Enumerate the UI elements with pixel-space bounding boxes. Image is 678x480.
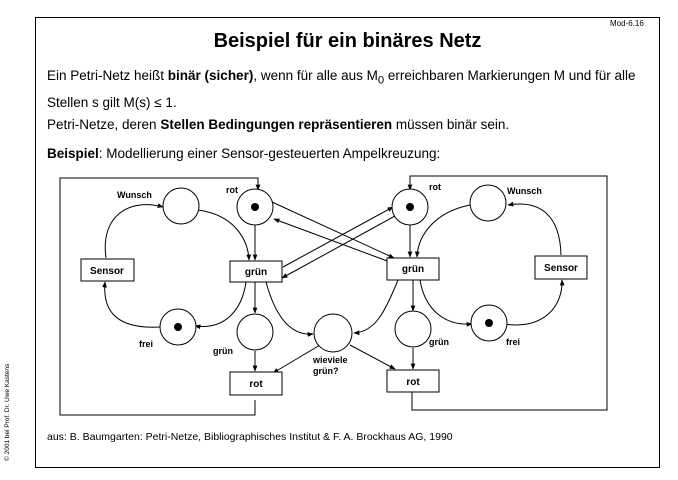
conditions-emphasis: Stellen Bedingungen repräsentieren <box>160 117 393 132</box>
transition-label-gruen-left: grün <box>245 267 267 278</box>
place-wunsch-right <box>469 184 507 222</box>
slide-frame <box>35 17 660 468</box>
arc-gruen-frei-right <box>419 279 473 327</box>
transition-rot-left <box>229 371 283 396</box>
definition-term: binär (sicher) <box>167 68 254 83</box>
arc-sensor-wunsch-right <box>507 201 562 256</box>
arc-gruen-frei-left <box>194 281 247 330</box>
arc-wunsch-gruen-left <box>197 209 252 261</box>
arc-outer-left <box>59 177 261 416</box>
arc-sensor-wunsch-left <box>104 203 164 259</box>
arc-frei-sensor-right <box>503 279 565 326</box>
place-label-wieviele-2: grün? <box>313 366 339 376</box>
conditions-text-2: müssen binär sein. <box>392 117 510 132</box>
arc-gruen-wieviele-right <box>353 279 399 336</box>
place-label-frei-left: frei <box>139 339 153 349</box>
source-citation: aus: B. Baumgarten: Petri-Netze, Bibliog… <box>47 431 453 443</box>
arc-wieviele-rot-left <box>272 344 321 374</box>
example-text: : Modellierung einer Sensor-gesteuerten … <box>98 146 441 161</box>
arc-rot-left-gruen-right <box>271 201 395 259</box>
place-gruen-left <box>236 313 274 351</box>
arc-rot-right-gruen-left <box>281 215 396 279</box>
transition-label-sensor-left: Sensor <box>90 266 124 277</box>
place-label-frei-right: frei <box>506 337 520 347</box>
definition-paragraph: Ein Petri-Netz heißt binär (sicher), wen… <box>47 65 657 113</box>
arc-gruen-left-rot-right <box>282 206 394 268</box>
place-wieviele-gruen <box>313 313 353 353</box>
arc-outer-right <box>407 175 608 411</box>
place-wunsch-left <box>162 187 200 225</box>
place-label-rot-right: rot <box>429 182 441 192</box>
place-gruen-right <box>394 310 432 348</box>
arc-wunsch-gruen-right <box>414 204 471 258</box>
transition-rot-right <box>386 369 440 393</box>
slide-title: Beispiel für ein binäres Netz <box>213 30 482 52</box>
token-frei-left <box>174 323 182 331</box>
transition-sensor-left <box>80 258 135 282</box>
place-label-gruen-right: grün <box>429 337 449 347</box>
arc-gruen-right-rot-left <box>273 218 391 263</box>
slide-id: Mod-6.16 <box>610 19 644 28</box>
place-label-wieviele-1: wieviele <box>312 355 348 365</box>
transition-gruen-right <box>386 257 440 281</box>
conditions-paragraph: Petri-Netze, deren Stellen Bedingungen r… <box>47 114 509 135</box>
example-label: Beispiel <box>47 146 99 161</box>
place-label-wunsch-left: Wunsch <box>117 190 152 200</box>
conditions-text-1: Petri-Netze, deren <box>47 117 161 132</box>
transition-label-rot-right: rot <box>406 377 420 388</box>
token-frei-right <box>485 319 493 327</box>
token-rot-left <box>251 203 259 211</box>
definition-text-2: , wenn für alle aus M <box>253 68 378 83</box>
definition-subscript: 0 <box>377 74 385 87</box>
arc-gruen-wieviele-left <box>265 281 314 337</box>
example-paragraph: Beispiel: Modellierung einer Sensor-gest… <box>47 143 440 164</box>
transition-label-rot-left: rot <box>249 379 263 390</box>
token-rot-right <box>406 203 414 211</box>
copyright-note: © 2001 bei Prof. Dr. Uwe Kastens <box>4 363 11 461</box>
transition-label-sensor-right: Sensor <box>544 263 578 274</box>
transition-sensor-right <box>534 255 588 280</box>
arc-wieviele-rot-right <box>349 344 396 370</box>
place-label-wunsch-right: Wunsch <box>507 186 542 196</box>
arc-frei-sensor-left <box>102 281 162 328</box>
place-label-gruen-left: grün <box>213 346 233 356</box>
place-label-rot-left: rot <box>226 185 238 195</box>
definition-text-1: Ein Petri-Netz heißt <box>47 68 168 83</box>
transition-label-gruen-right: grün <box>402 264 424 275</box>
transition-gruen-left <box>229 260 283 283</box>
definition-text-3: erreichbaren Markierungen M und für alle… <box>47 68 636 110</box>
